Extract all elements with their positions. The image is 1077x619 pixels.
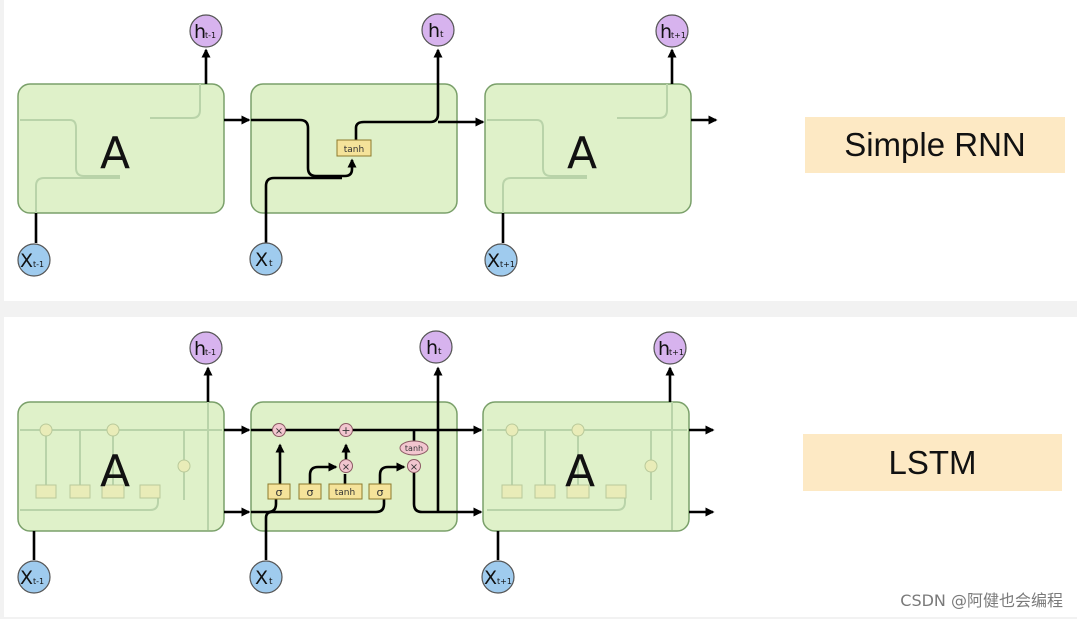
lstm-x-cur-node: X t bbox=[249, 560, 283, 594]
lstm-gate-input: σ bbox=[298, 483, 322, 500]
rnn-cell-prev bbox=[17, 83, 225, 214]
lstm-x-next-node: X t+1 bbox=[481, 560, 515, 594]
svg-text:t: t bbox=[269, 259, 273, 269]
svg-text:h: h bbox=[428, 20, 440, 42]
svg-text:tanh: tanh bbox=[335, 488, 355, 498]
lstm-multiply-input: × bbox=[339, 459, 353, 473]
svg-text:X: X bbox=[255, 567, 268, 589]
rnn-h-cur-node: h t bbox=[421, 13, 455, 47]
lstm-cell-prev bbox=[17, 401, 225, 532]
watermark: CSDN @阿健也会编程 bbox=[900, 591, 1063, 610]
rnn-tanh-gate bbox=[336, 139, 372, 157]
rnn-x-cur-node: X t bbox=[249, 242, 283, 276]
svg-text:h: h bbox=[194, 338, 206, 360]
lstm-x-prev-node: X t-1 bbox=[17, 560, 51, 594]
svg-text:h: h bbox=[660, 21, 672, 43]
svg-text:t+1: t+1 bbox=[500, 260, 515, 269]
svg-text:X: X bbox=[487, 250, 500, 272]
svg-text:h: h bbox=[194, 21, 206, 43]
lstm-h-prev-node: h t-1 bbox=[189, 331, 223, 365]
svg-text:×: × bbox=[342, 462, 350, 473]
lstm-cell-next bbox=[482, 401, 690, 532]
svg-text:X: X bbox=[20, 250, 33, 272]
lstm-cell-next-label: A bbox=[565, 446, 595, 497]
lstm-gate-candidate: tanh bbox=[328, 483, 363, 500]
lstm-multiply-forget: × bbox=[272, 423, 286, 437]
lstm-tanh-op: tanh bbox=[399, 440, 429, 456]
lstm-gate-forget: σ bbox=[267, 483, 291, 500]
svg-text:X: X bbox=[255, 249, 268, 271]
svg-text:t+1: t+1 bbox=[497, 577, 512, 586]
svg-text:X: X bbox=[484, 567, 497, 589]
svg-text:X: X bbox=[20, 567, 33, 589]
rnn-tanh-label: tanh bbox=[344, 145, 364, 155]
lstm-add-cell: + bbox=[339, 423, 353, 437]
lstm-faded-gates bbox=[35, 423, 658, 499]
svg-text:+: + bbox=[341, 424, 350, 437]
lstm-label: LSTM bbox=[803, 434, 1062, 491]
rnn-faded-internals bbox=[20, 84, 668, 213]
lstm-h-next-node: h t+1 bbox=[653, 331, 687, 365]
lstm-cell-prev-label: A bbox=[100, 446, 130, 497]
svg-text:tanh: tanh bbox=[405, 444, 423, 453]
svg-text:t: t bbox=[438, 347, 442, 357]
svg-text:σ: σ bbox=[276, 486, 283, 499]
svg-text:h: h bbox=[426, 337, 438, 359]
rnn-x-prev-node: X t-1 bbox=[17, 243, 51, 277]
rnn-x-next-node: X t+1 bbox=[484, 243, 518, 277]
rnn-h-prev-node: h t-1 bbox=[189, 14, 223, 48]
rnn-h-next-node: h t+1 bbox=[655, 14, 689, 48]
svg-text:σ: σ bbox=[307, 486, 314, 499]
svg-text:t-1: t-1 bbox=[205, 348, 216, 357]
svg-text:t: t bbox=[269, 577, 273, 587]
rnn-connections bbox=[34, 48, 718, 243]
svg-text:t+1: t+1 bbox=[671, 31, 686, 40]
svg-text:t: t bbox=[440, 30, 444, 40]
lstm-gate-output: σ bbox=[368, 483, 392, 500]
svg-text:×: × bbox=[410, 462, 418, 473]
svg-text:h: h bbox=[658, 338, 670, 360]
simple-rnn-label: Simple RNN bbox=[805, 117, 1065, 173]
lstm-connections bbox=[32, 366, 715, 560]
svg-text:t+1: t+1 bbox=[669, 348, 684, 357]
svg-text:×: × bbox=[275, 426, 283, 437]
svg-text:t-1: t-1 bbox=[33, 577, 44, 586]
lstm-multiply-output: × bbox=[407, 459, 421, 473]
rnn-cell-next bbox=[484, 83, 692, 214]
rnn-cell-next-label: A bbox=[567, 128, 597, 179]
rnn-cell-prev-label: A bbox=[100, 128, 130, 179]
svg-text:t-1: t-1 bbox=[33, 260, 44, 269]
svg-text:t-1: t-1 bbox=[205, 31, 216, 40]
svg-text:σ: σ bbox=[377, 486, 384, 499]
lstm-h-cur-node: h t bbox=[419, 330, 453, 364]
